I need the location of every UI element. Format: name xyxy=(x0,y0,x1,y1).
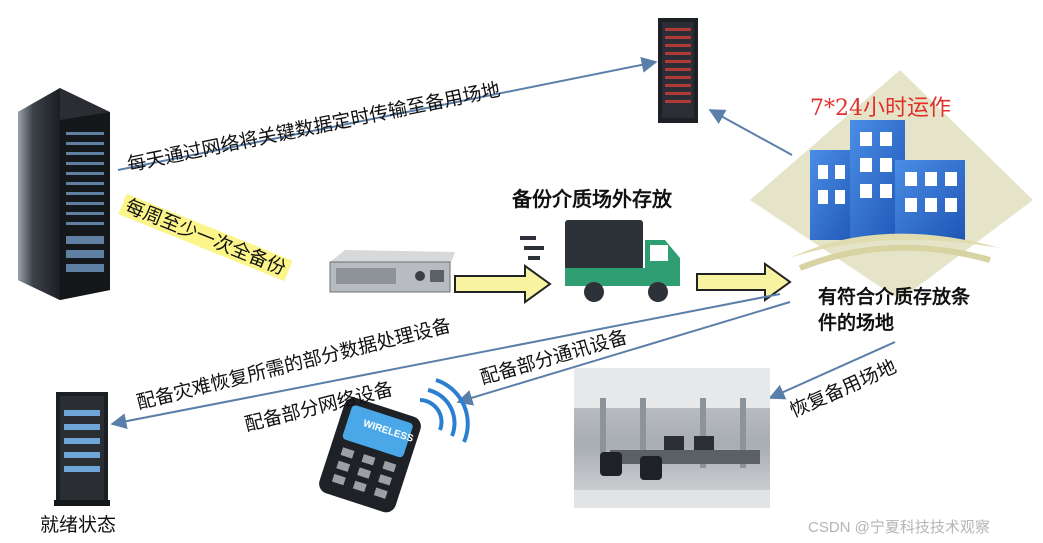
truck-icon xyxy=(520,220,680,302)
transfer-arrow-to-truck xyxy=(454,264,552,304)
transfer-arrow-to-site xyxy=(696,262,792,302)
watermark: CSDN @宁夏科技技术观察 xyxy=(808,519,990,536)
label-offsite-storage: 备份介质场外存放 xyxy=(512,187,672,211)
remote-server-rack-icon xyxy=(658,18,698,123)
backup-site-building-icon xyxy=(750,70,1033,300)
standby-server-icon xyxy=(54,392,110,506)
label-site-conditions: 有符合介质存放条件的场地 xyxy=(818,286,971,334)
label-ready-state: 就绪状态 xyxy=(40,514,117,536)
wireless-phone-icon xyxy=(319,378,470,513)
label-operation-24x7: 7*24小时运作 xyxy=(810,96,951,121)
backup-room-photo xyxy=(574,368,770,508)
connector-lines xyxy=(110,56,896,430)
rack-server-unit-icon xyxy=(329,250,455,293)
main-server-rack-icon xyxy=(18,88,110,300)
